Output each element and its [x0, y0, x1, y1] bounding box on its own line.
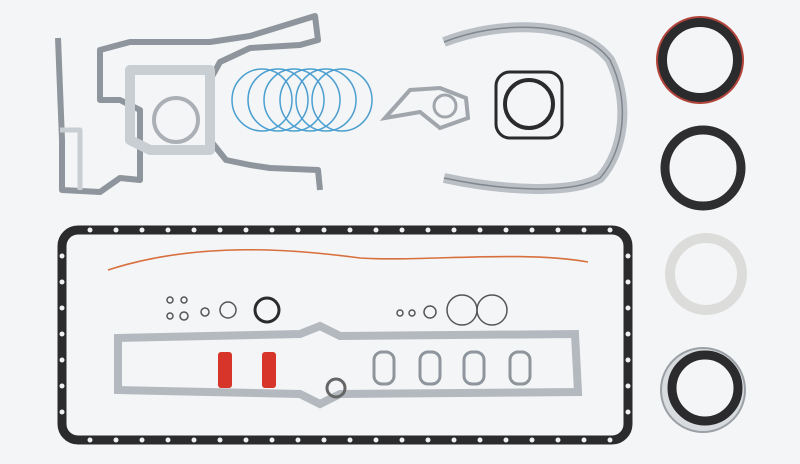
bolt-hole: [59, 357, 65, 363]
valve-cover-gasket: [114, 321, 583, 409]
water-pump-gasket: [494, 70, 564, 140]
crank-seal-2: [660, 125, 746, 211]
bolt-hole: [477, 227, 483, 233]
bolt-hole: [625, 409, 631, 415]
red-hose-2: [262, 352, 276, 388]
bolt-hole: [399, 437, 405, 443]
bolt-hole: [269, 227, 275, 233]
bolt-hole: [191, 437, 197, 443]
small-o-rings: [166, 294, 508, 326]
bolt-hole: [165, 227, 171, 233]
bolt-hole: [113, 437, 119, 443]
bolt-hole: [295, 437, 301, 443]
bolt-hole: [243, 437, 249, 443]
bolt-hole: [269, 437, 275, 443]
bolt-hole: [59, 409, 65, 415]
bolt-hole: [373, 437, 379, 443]
bolt-hole: [451, 227, 457, 233]
bolt-hole: [165, 437, 171, 443]
bolt-hole: [59, 279, 65, 285]
bolt-hole: [139, 437, 145, 443]
bolt-hole: [529, 227, 535, 233]
bolt-hole: [477, 437, 483, 443]
bolt-hole: [243, 227, 249, 233]
bolt-hole: [347, 227, 353, 233]
bolt-hole: [321, 437, 327, 443]
oil-pan-gasket: [57, 225, 633, 445]
bolt-hole: [87, 437, 93, 443]
bolt-hole: [581, 437, 587, 443]
bolt-hole: [625, 357, 631, 363]
bolt-hole: [87, 227, 93, 233]
bolt-hole: [607, 227, 613, 233]
bolt-hole: [217, 437, 223, 443]
bolt-hole: [503, 437, 509, 443]
front-cover-gasket: [55, 13, 323, 195]
bolt-hole: [503, 227, 509, 233]
bolt-hole: [59, 331, 65, 337]
bolt-hole: [399, 227, 405, 233]
bolt-hole: [321, 227, 327, 233]
bolt-hole: [139, 227, 145, 233]
injector-seals: [372, 350, 532, 386]
bolt-hole: [625, 279, 631, 285]
bolt-hole: [425, 227, 431, 233]
bolt-hole: [625, 383, 631, 389]
bolt-hole: [191, 227, 197, 233]
bolt-hole: [373, 227, 379, 233]
bolt-hole: [113, 227, 119, 233]
center-seal: [325, 377, 347, 399]
bolt-hole: [59, 305, 65, 311]
bolt-hole: [295, 227, 301, 233]
small-gasket: [379, 85, 471, 131]
bolt-hole: [347, 437, 353, 443]
bolt-hole: [451, 437, 457, 443]
bolt-hole: [217, 227, 223, 233]
bolt-hole: [555, 437, 561, 443]
bolt-hole: [59, 253, 65, 259]
bolt-hole: [625, 253, 631, 259]
small-gasket-hole: [432, 93, 458, 119]
bolt-hole: [625, 305, 631, 311]
bolt-hole: [555, 227, 561, 233]
bolt-hole: [59, 383, 65, 389]
wire-seal-orange: [107, 248, 589, 271]
bolt-hole: [529, 437, 535, 443]
bolt-hole: [625, 331, 631, 337]
bolt-hole: [425, 437, 431, 443]
bolt-hole: [607, 437, 613, 443]
crank-seal-3: [660, 347, 746, 433]
o-rings-blue: [231, 68, 373, 132]
teflon-ring: [665, 233, 747, 315]
crank-seal-1: [656, 16, 744, 104]
red-hose-1: [218, 352, 232, 388]
rear-cover-gasket-edge: [443, 26, 624, 190]
bolt-hole: [581, 227, 587, 233]
